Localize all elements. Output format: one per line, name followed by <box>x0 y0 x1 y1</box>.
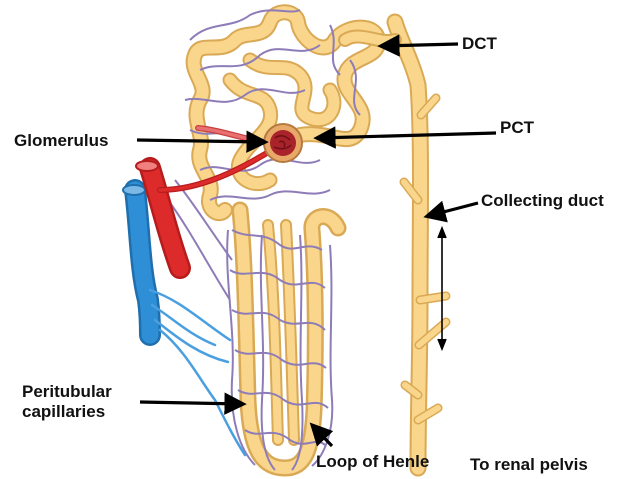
to-renal-pelvis-label: To renal pelvis <box>470 455 588 474</box>
loop-of-henle-arrow <box>309 422 334 448</box>
renal-artery <box>135 125 278 279</box>
glomerulus <box>263 123 303 163</box>
pct-label: PCT <box>500 118 534 137</box>
glomerulus-label: Glomerulus <box>14 131 109 150</box>
dct-arrow <box>377 34 459 57</box>
collecting-duct-label: Collecting duct <box>481 191 604 210</box>
dct-label: DCT <box>462 34 497 53</box>
loop-of-henle-label: Loop of Henle <box>316 452 430 471</box>
loop-of-henle <box>231 201 347 477</box>
peritubular-arrow <box>139 392 247 415</box>
convoluted-tubules <box>185 4 402 222</box>
peritubular-label-line2: capillaries <box>22 402 106 422</box>
renal-vein <box>122 179 247 457</box>
pct-arrow <box>313 126 497 149</box>
glomerulus-arrow <box>136 130 269 153</box>
flow-direction-arrow <box>437 225 447 352</box>
peritubular-label-line1: Peritubular <box>22 382 112 401</box>
collecting-duct-arrow <box>423 200 479 223</box>
label-arrows <box>136 34 497 448</box>
peritubular-capillaries-label: Peritubular capillaries <box>22 382 112 422</box>
collecting-duct <box>386 13 451 477</box>
